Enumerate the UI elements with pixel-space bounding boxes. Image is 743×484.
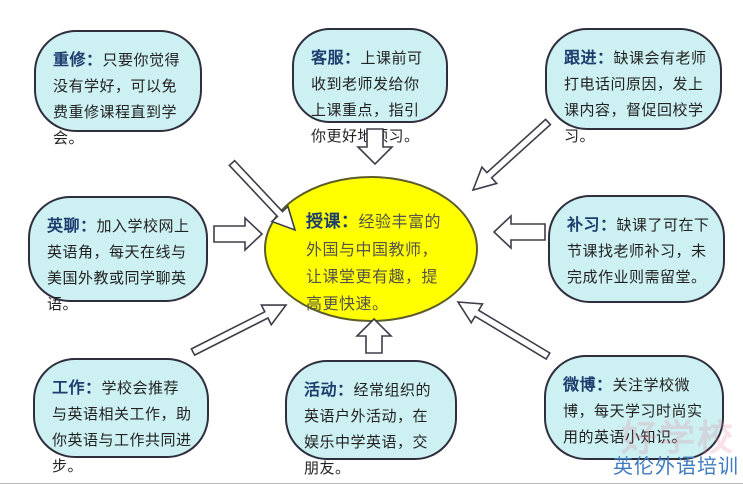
faint-site-logo-watermark: 好学校 xyxy=(620,418,735,459)
node-chongxiu-text: 只要你觉得没有学好，可以免费重修课程直到学会。 xyxy=(53,51,181,147)
school-watermark-text: 英伦外语培训 xyxy=(613,454,739,478)
node-shouke-center: 授课：经验丰富的外国与中国教师，让课堂更有趣，提高更快速。 xyxy=(264,176,478,322)
node-buxi-text: 缺课了可在下节课找老师补习，未完成作业则需留堂。 xyxy=(567,216,710,286)
arrow-mid-right-to-center xyxy=(492,214,546,250)
node-genjin-label: 跟进： xyxy=(564,48,614,67)
node-kefu: 客服：上课前可收到老师发给你上课重点，指引你更好地预习。 xyxy=(292,28,448,145)
node-genjin-text: 缺课会有老师打电话问原因，发上课内容，督促回校学习。 xyxy=(564,49,707,145)
node-chongxiu-label: 重修： xyxy=(53,50,103,69)
node-gongzuo: 工作：学校会推荐与英语相关工作，助你英语与工作共同进步。 xyxy=(33,358,209,475)
node-huodong: 活动：经常组织的英语户外活动，在娱乐中学英语，交朋友。 xyxy=(285,360,457,477)
node-gongzuo-text: 学校会推荐与英语相关工作，助你英语与工作共同进步。 xyxy=(52,379,192,475)
arrow-bottom-center-to-center xyxy=(355,317,393,354)
node-chongxiu: 重修：只要你觉得没有学好，可以免费重修课程直到学会。 xyxy=(34,30,202,147)
node-yingliao-label: 英聊： xyxy=(47,216,97,235)
node-huodong-label: 活动： xyxy=(304,380,354,399)
node-weibo: 微博：关注学校微博，每天学习时尚实用的英语小知识。 xyxy=(544,355,724,460)
node-gongzuo-label: 工作： xyxy=(52,378,102,397)
node-genjin: 跟进：缺课会有老师打电话问原因，发上课内容，督促回校学习。 xyxy=(545,28,722,145)
node-yingliao: 英聊：加入学校网上英语角，每天在线与美国外教或同学聊英语。 xyxy=(28,196,208,313)
node-weibo-label: 微博： xyxy=(563,375,613,394)
arrow-bottom-left-to-center xyxy=(190,304,288,357)
node-huodong-text: 经常组织的英语户外活动，在娱乐中学英语，交朋友。 xyxy=(304,381,432,477)
arrow-mid-left-to-center xyxy=(213,216,264,252)
node-weibo-text: 关注学校微博，每天学习时尚实用的英语小知识。 xyxy=(563,376,703,446)
node-buxi-label: 补习： xyxy=(567,215,617,234)
arrow-top-right-to-center xyxy=(471,118,552,192)
node-kefu-label: 客服： xyxy=(311,48,361,67)
arrow-bottom-right-to-center xyxy=(456,301,551,361)
node-shouke-text: 经验丰富的外国与中国教师，让课堂更有趣，提高更快速。 xyxy=(306,212,442,313)
node-shouke-label: 授课： xyxy=(306,212,359,232)
node-buxi: 补习：缺课了可在下节课找老师补习，未完成作业则需留堂。 xyxy=(548,195,725,303)
node-yingliao-text: 加入学校网上英语角，每天在线与美国外教或同学聊英语。 xyxy=(47,217,190,313)
